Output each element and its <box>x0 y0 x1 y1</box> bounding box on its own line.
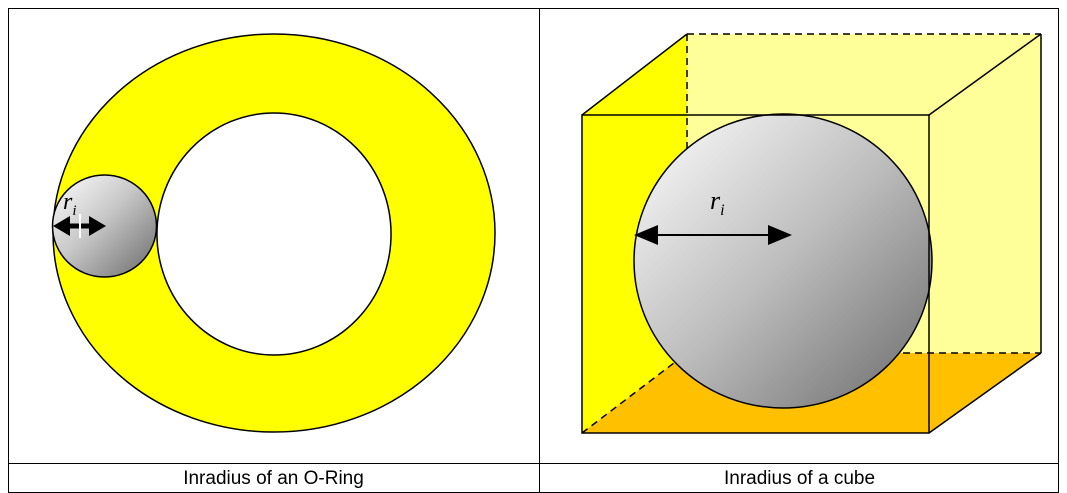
radius-label-large: ri <box>710 186 725 219</box>
o-ring <box>52 33 496 433</box>
radius-arrow-small <box>53 214 106 238</box>
cube-right-face <box>929 34 1041 433</box>
caption-cube: Inradius of a cube <box>723 467 876 489</box>
o-ring-panel: ri <box>51 33 496 433</box>
caption-o-ring: Inradius of an O-Ring <box>183 467 364 489</box>
inscribed-sphere-large <box>633 113 933 409</box>
cube-visible-edges <box>581 33 1042 434</box>
cube-panel: ri <box>581 33 1042 434</box>
radius-arrow-large <box>634 225 792 245</box>
radius-label-small: ri <box>63 189 77 219</box>
